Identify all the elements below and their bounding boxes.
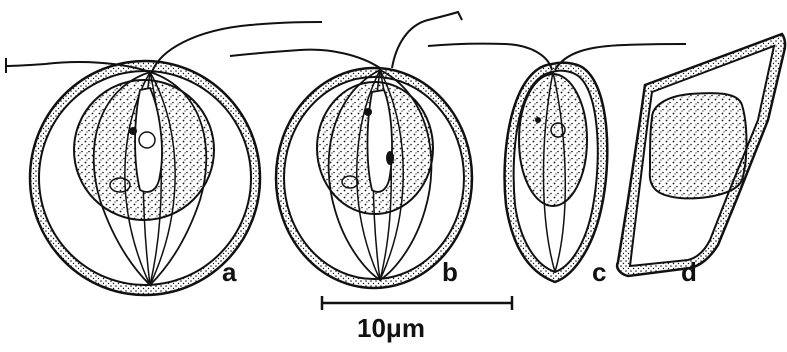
nucleus-d: [650, 93, 747, 198]
cell-a: [6, 22, 322, 295]
flagellum-b-left: [230, 50, 380, 68]
nucleus-c: [519, 74, 587, 206]
scale-bar: [322, 296, 512, 310]
panel-label-c: c: [592, 259, 606, 285]
panel-label-b: b: [442, 259, 458, 285]
panel-label-a: a: [222, 259, 236, 285]
cell-d: [617, 34, 785, 276]
scale-bar-label: 10μm: [357, 315, 425, 341]
cell-b: [230, 12, 472, 288]
flagellum-c-left: [428, 44, 552, 70]
flagellum-b-right: [392, 12, 462, 68]
panel-label-d: d: [681, 259, 697, 285]
